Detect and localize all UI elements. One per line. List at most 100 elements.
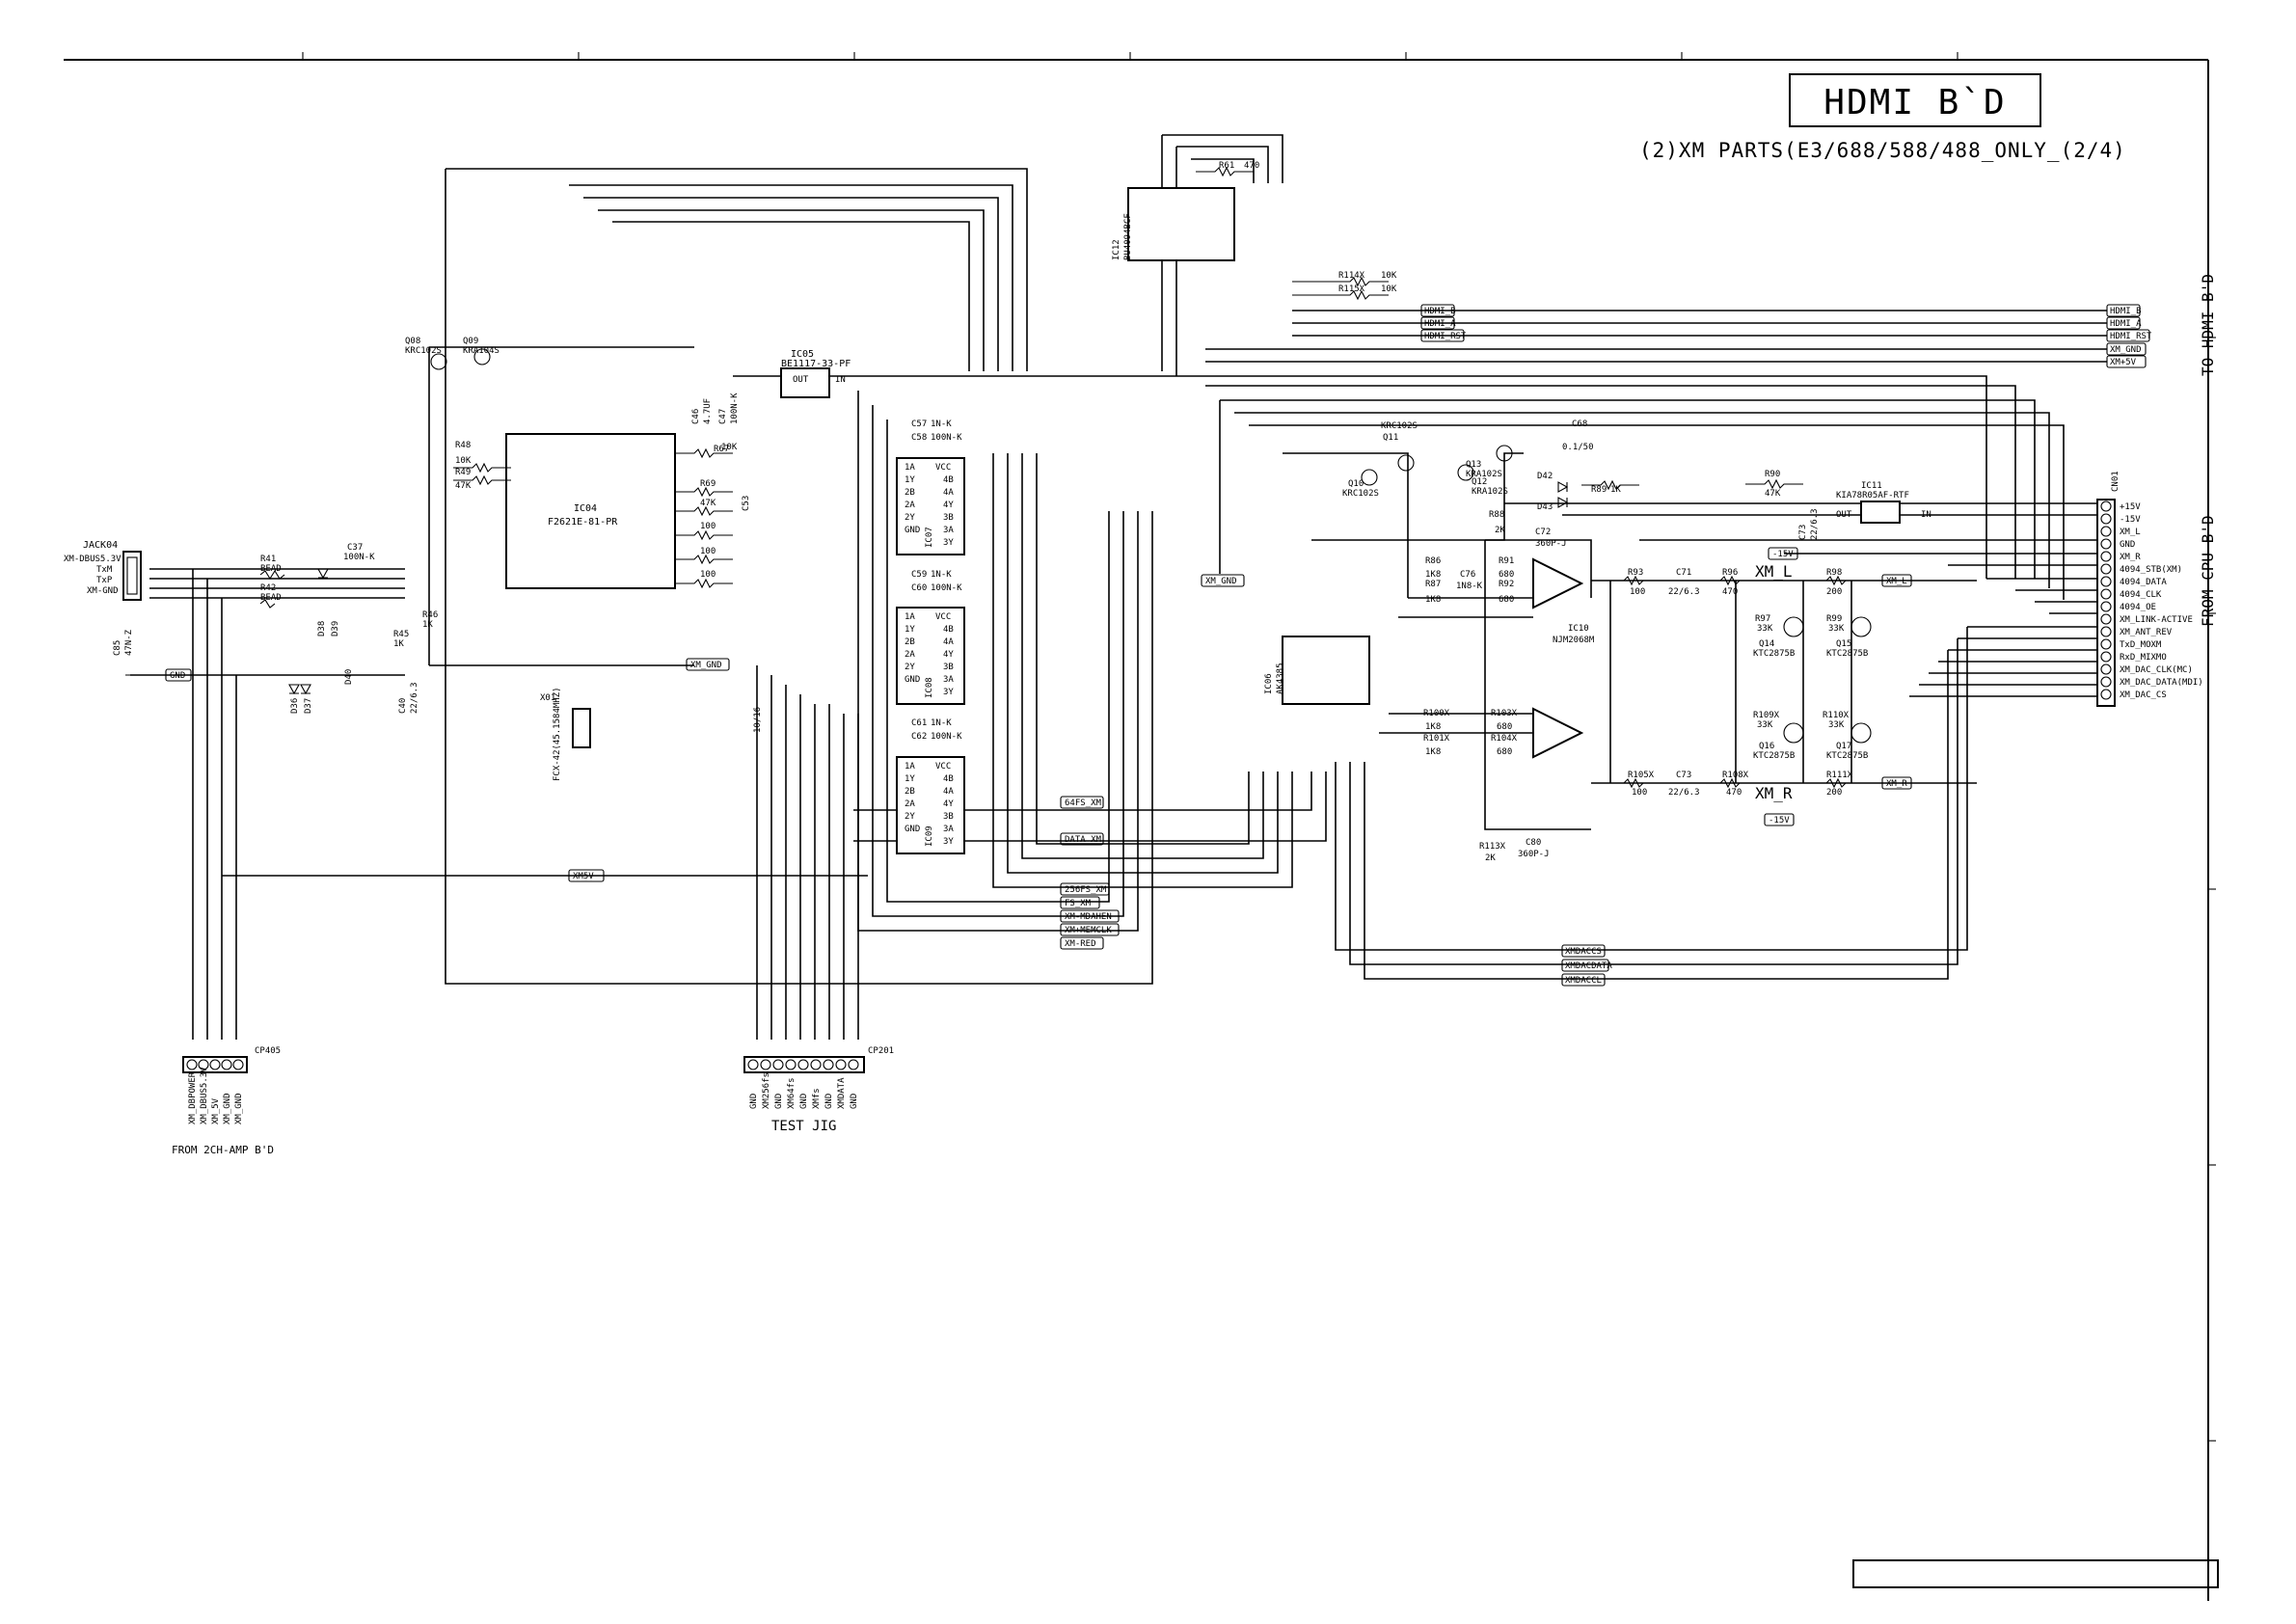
- c71-label: C71: [1676, 568, 1691, 578]
- svg-text:HDMI_B: HDMI_B: [2110, 307, 2142, 316]
- page-title: HDMI B`D: [1823, 83, 2006, 122]
- svg-text:CP201: CP201: [868, 1046, 894, 1056]
- xm-l-tag: [1881, 574, 1912, 587]
- svg-text:D43: D43: [1537, 502, 1553, 512]
- test-jig-label: TEST JIG: [771, 1119, 836, 1134]
- ic04-ref: IC04: [574, 503, 597, 514]
- svg-text:GND: GND: [905, 526, 920, 535]
- xm-r-tag: [1881, 776, 1912, 790]
- svg-text:Q13: Q13: [1466, 460, 1481, 470]
- svg-text:FS_XM: FS_XM: [1065, 899, 1092, 908]
- c76-label: C76: [1460, 570, 1475, 580]
- svg-text:XMDATA: XMDATA: [837, 1077, 847, 1109]
- hdmi-rst-tag-r[interactable]: [2106, 329, 2150, 342]
- svg-text:3A: 3A: [943, 675, 954, 685]
- svg-text:KTC2875B: KTC2875B: [1753, 649, 1795, 659]
- svg-text:2A: 2A: [905, 799, 915, 809]
- r48-label: R48: [455, 441, 471, 450]
- svg-text:GND: GND: [905, 825, 920, 834]
- ic09: 1A 1Y 2B 2A 2Y GND VCC 4B 4A 4Y 3B 3A 3Y…: [896, 756, 965, 854]
- svg-text:KIA78R05AF-RTF: KIA78R05AF-RTF: [1836, 491, 1909, 501]
- c61-label: C61: [911, 718, 927, 728]
- svg-text:KRA102S: KRA102S: [1472, 487, 1508, 497]
- svg-text:KTC2875B: KTC2875B: [1753, 751, 1795, 761]
- svg-text:1Y: 1Y: [905, 625, 915, 635]
- r104x-value: 680: [1497, 747, 1512, 757]
- hdmi-a-tag-r[interactable]: [2106, 316, 2141, 330]
- svg-text:IN: IN: [1921, 510, 1931, 520]
- svg-text:Q08: Q08: [405, 337, 420, 346]
- d37-label: D37: [304, 698, 313, 714]
- svg-text:4Y: 4Y: [943, 501, 954, 510]
- svg-text:DATA_XM: DATA_XM: [1065, 835, 1102, 845]
- svg-text:Q10: Q10: [1348, 479, 1364, 489]
- ic06: IC06 AK4385: [1264, 636, 1370, 705]
- svg-text:KRC102S: KRC102S: [405, 346, 442, 356]
- svg-text:XMDACCL: XMDACCL: [1565, 976, 1602, 986]
- svg-text:TxD_MOXM: TxD_MOXM: [2120, 640, 2162, 650]
- r98-label: R98: [1826, 568, 1842, 578]
- tag-xmdaccl: [1561, 973, 1606, 987]
- svg-text:4A: 4A: [943, 787, 954, 797]
- svg-text:XMDACDATA: XMDACDATA: [1565, 961, 1612, 971]
- r70-value: 47K: [700, 499, 716, 508]
- svg-text:XM_GND: XM_GND: [2110, 345, 2142, 355]
- svg-text:D42: D42: [1537, 472, 1553, 481]
- transistor-q08: Q08 KRC102S: [405, 337, 447, 370]
- jack-pin-2: TxM: [96, 565, 113, 575]
- ic07: 1A 1Y 2B 2A 2Y GND VCC 4B 4A 4Y 3B 3A 3Y…: [896, 457, 965, 555]
- xm-r-label: XM_R: [1755, 784, 1793, 802]
- c76-value: 1N8-K: [1456, 582, 1483, 591]
- jack-pin-4: XM-GND: [87, 586, 119, 596]
- jack04: JACK04 XM-DBUS5.3V TxM TxP XM-GND: [64, 540, 142, 601]
- ic12: IC12 BU4094BCF: [1112, 187, 1235, 261]
- r96-value: 470: [1722, 587, 1738, 597]
- c68-label: C68: [1572, 420, 1587, 429]
- r103x-label: R103X: [1491, 709, 1518, 718]
- r105x-label: R105X: [1628, 771, 1655, 780]
- svg-text:IN: IN: [835, 375, 846, 385]
- r104x-label: R104X: [1491, 734, 1518, 744]
- c85-label: C85: [113, 640, 122, 656]
- r111x-label: R111X: [1826, 771, 1853, 780]
- c62-value: 100N-K: [931, 732, 962, 742]
- c59-value: 1N-K: [931, 570, 952, 580]
- r92-label: R92: [1499, 580, 1514, 589]
- svg-text:4B: 4B: [943, 475, 954, 485]
- svg-text:-15V: -15V: [1772, 550, 1794, 559]
- xm5v-tag-r[interactable]: [2106, 355, 2147, 368]
- svg-text:XM64fs: XM64fs: [787, 1077, 797, 1109]
- svg-text:3B: 3B: [943, 513, 954, 523]
- r93-label: R93: [1628, 568, 1643, 578]
- svg-text:2A: 2A: [905, 501, 915, 510]
- jack-pin-1: XM-DBUS5.3V: [64, 555, 122, 564]
- svg-text:Q17: Q17: [1836, 742, 1851, 751]
- svg-text:4094_DATA: 4094_DATA: [2120, 578, 2167, 587]
- hdmi-b-tag-l: [1420, 304, 1455, 317]
- r67-label: R67: [714, 445, 729, 454]
- svg-text:33K: 33K: [1828, 624, 1845, 634]
- svg-text:XM_5V: XM_5V: [211, 1097, 221, 1124]
- svg-text:XM+5V: XM+5V: [2110, 358, 2137, 367]
- svg-text:XM_GND: XM_GND: [690, 661, 722, 670]
- svg-text:3B: 3B: [943, 812, 954, 822]
- ic10-opamp-a: IC10 NJM2068M: [1532, 557, 1595, 645]
- xm-gnd-tag-r[interactable]: [2106, 342, 2147, 356]
- r90-value: 47K: [1765, 489, 1781, 499]
- c80-value: 360P-J: [1518, 850, 1550, 859]
- svg-text:IC09: IC09: [925, 826, 934, 847]
- hdmi-b-tag-r[interactable]: [2106, 304, 2141, 317]
- svg-text:IC11: IC11: [1861, 481, 1882, 491]
- svg-text:HDMI_A: HDMI_A: [1424, 319, 1456, 329]
- c58-value: 100N-K: [931, 433, 962, 443]
- from-cpu-label: FROM CPU B'D: [2199, 515, 2217, 627]
- crystal-x01: X01 FCX-42(45.1584MHZ): [540, 687, 591, 781]
- r71-value: 100: [700, 522, 716, 531]
- svg-text:HDMI_RST: HDMI_RST: [2110, 332, 2152, 341]
- d36-label: D36: [290, 698, 300, 714]
- transistor-q13: Q13 KRA102S: [1466, 445, 1513, 479]
- tag-256fs: [1060, 882, 1110, 896]
- svg-text:IC05: IC05: [791, 349, 814, 360]
- tag-xmdacdata: [1561, 959, 1609, 972]
- cp201-connector: CP201 GND XM256fs GND XM64fs GND XMfs GN…: [743, 1046, 894, 1109]
